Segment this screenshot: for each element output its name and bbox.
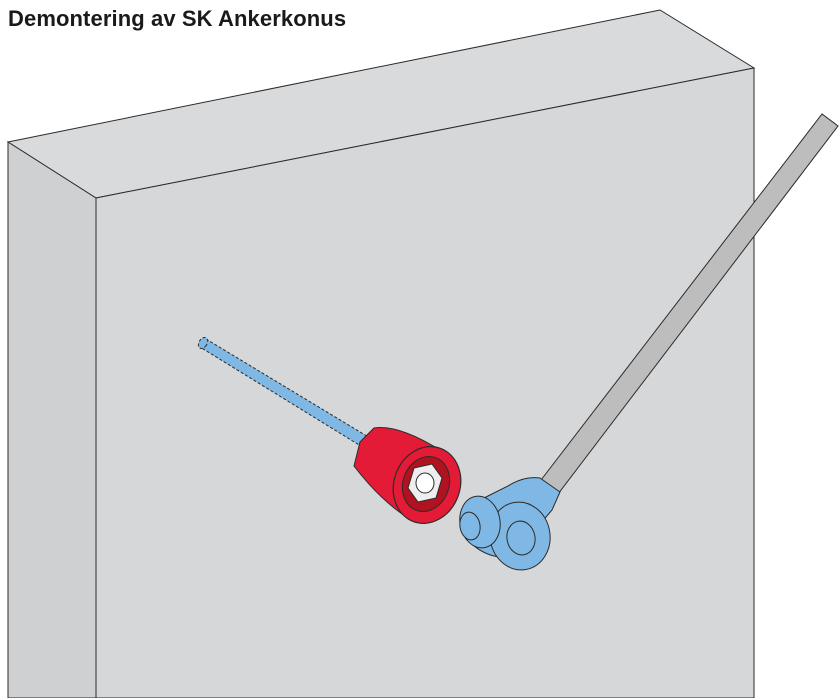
tool-head <box>459 477 561 571</box>
wall-side-face <box>7 141 97 698</box>
nut-icon <box>407 463 443 503</box>
page-title: Demontering av SK Ankerkonus <box>8 6 347 31</box>
